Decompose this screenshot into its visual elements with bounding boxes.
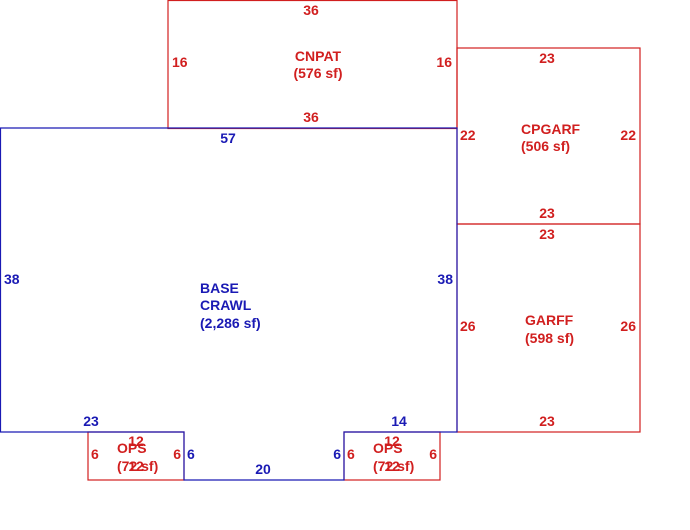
ops-left-area: (72 sf) (117, 458, 158, 474)
base-name-line1: BASE (200, 280, 239, 296)
garff-outline (456, 223, 641, 433)
base-dim-bottom-left: 23 (83, 413, 99, 429)
base-dim-bottom-right: 14 (391, 413, 407, 429)
ops-right-dim-top: 12 (384, 433, 400, 449)
ops-right-dim-right: 6 (429, 446, 437, 462)
garff-dim-left: 26 (460, 318, 476, 334)
ops-right-dim-bottom: 12 (384, 458, 400, 474)
ops-left-dim-bottom: 12 (128, 458, 144, 474)
cpgarf-dim-right: 22 (620, 127, 636, 143)
cnpat-area: (576 sf) (293, 65, 342, 81)
ops-left-dim-top: 12 (128, 433, 144, 449)
cnpat-dim-left: 16 (172, 54, 188, 70)
base-dim-right: 38 (437, 271, 453, 287)
ops-right-dim-left: 6 (347, 446, 355, 462)
ops-left-dim-left: 6 (91, 446, 99, 462)
garff-dim-right: 26 (620, 318, 636, 334)
cpgarf-dim-left: 22 (460, 127, 476, 143)
cnpat-dim-bottom: 36 (303, 109, 319, 125)
cnpat-dim-right: 16 (436, 54, 452, 70)
base-name-line2: CRAWL (200, 297, 252, 313)
base-dim-left: 38 (4, 271, 20, 287)
cpgarf-dim-bottom: 23 (539, 205, 555, 221)
cpgarf-name: CPGARF (521, 121, 581, 137)
cpgarf-area: (506 sf) (521, 138, 570, 154)
ops-left-dim-right: 6 (173, 446, 181, 462)
ops-right-area: (72 sf) (373, 458, 414, 474)
base-dim-notch-right: 6 (333, 446, 341, 462)
base-dim-notch-left: 6 (187, 446, 195, 462)
cpgarf-dim-top: 23 (539, 50, 555, 66)
base-dim-top: 57 (220, 130, 236, 146)
base-crawl-outline (0, 127, 458, 481)
cnpat-dim-top: 36 (303, 2, 319, 18)
garff-dim-bottom: 23 (539, 413, 555, 429)
garff-dim-top: 23 (539, 226, 555, 242)
ops-left-name: OPS (117, 440, 147, 456)
base-dim-bottom-mid: 20 (255, 461, 271, 477)
garff-name: GARFF (525, 312, 574, 328)
garff-area: (598 sf) (525, 330, 574, 346)
base-area: (2,286 sf) (200, 315, 261, 331)
cnpat-name: CNPAT (295, 48, 342, 64)
ops-right-name: OPS (373, 440, 403, 456)
